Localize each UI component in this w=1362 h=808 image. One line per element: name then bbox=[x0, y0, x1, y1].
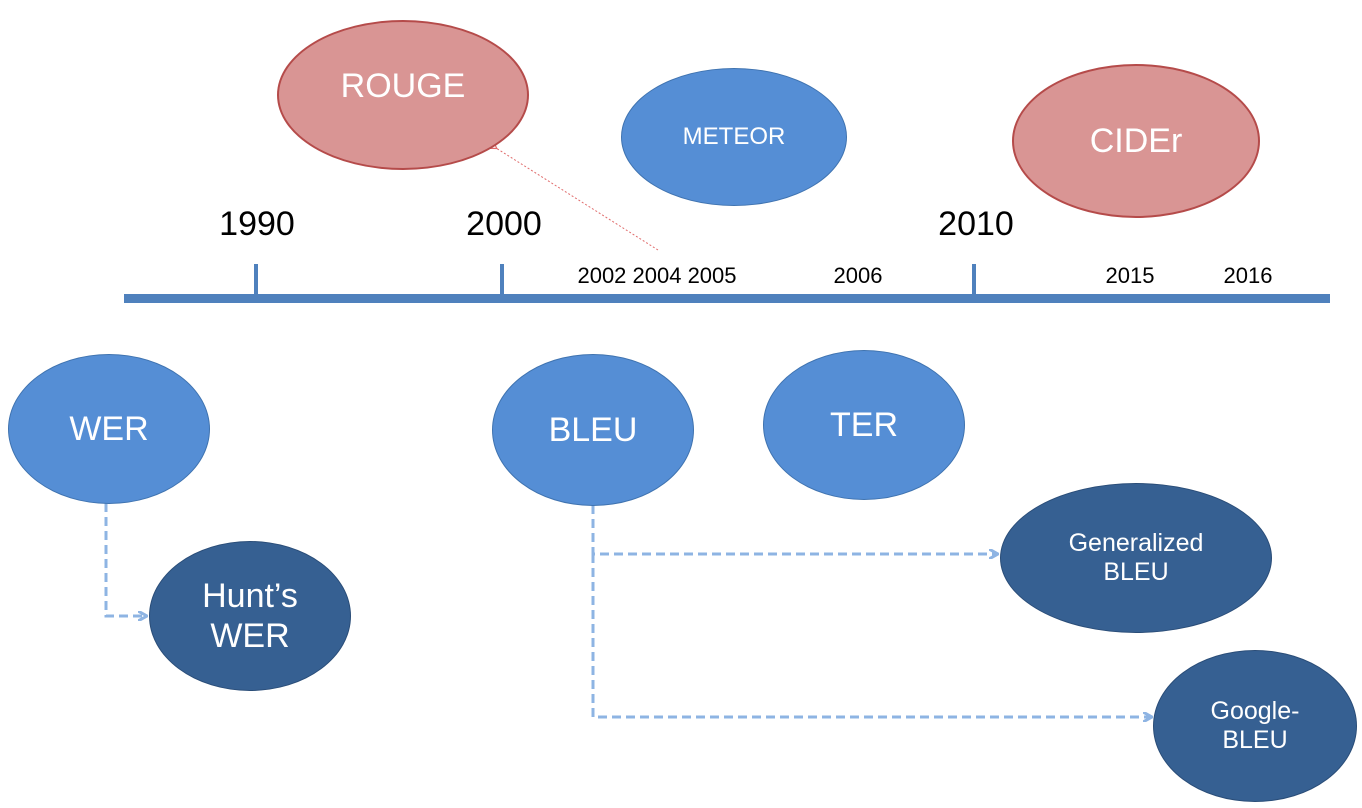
bleu-label: BLEU bbox=[548, 410, 638, 449]
cider-label: CIDEr bbox=[1089, 121, 1183, 160]
year-label-2016: 2016 bbox=[1223, 263, 1273, 288]
ter-label: TER bbox=[830, 405, 898, 444]
bleu-to-google-arrow bbox=[591, 554, 1151, 717]
google-bleu-label: Google- BLEU bbox=[1210, 696, 1300, 755]
wer-label: WER bbox=[69, 409, 149, 448]
tick-1990 bbox=[254, 264, 258, 300]
hunts-wer-label: Hunt’s WER bbox=[202, 576, 298, 655]
year-label-2010: 2010 bbox=[938, 205, 1014, 243]
year-label-2006: 2006 bbox=[833, 263, 883, 288]
generalized-bleu-label: Generalized BLEU bbox=[1068, 528, 1204, 587]
year-label-2000: 2000 bbox=[466, 205, 542, 243]
hunts-wer-node: Hunt’s WER bbox=[149, 541, 351, 691]
bleu-node: BLEU bbox=[492, 354, 694, 506]
tick-2010 bbox=[972, 264, 976, 300]
wer-node: WER bbox=[8, 354, 210, 504]
year-label-2015: 2015 bbox=[1105, 263, 1155, 288]
meteor-node: METEOR bbox=[621, 68, 847, 206]
meteor-label: METEOR bbox=[682, 122, 786, 150]
tick-2000 bbox=[500, 264, 504, 300]
generalized-bleu-node: Generalized BLEU bbox=[1000, 483, 1272, 633]
google-bleu-node: Google- BLEU bbox=[1153, 650, 1357, 802]
year-label-1990: 1990 bbox=[219, 205, 295, 243]
ter-node: TER bbox=[763, 350, 965, 500]
cider-node: CIDEr bbox=[1012, 64, 1260, 218]
year-label-2002-2004-2005: 2002 2004 2005 bbox=[577, 263, 737, 288]
rouge-label: ROUGE bbox=[340, 66, 466, 105]
timeline-axis bbox=[124, 294, 1330, 303]
wer-to-hunts-arrow bbox=[104, 503, 146, 616]
bleu-to-generalized-arrow bbox=[591, 505, 997, 554]
rouge-node: ROUGE bbox=[277, 20, 529, 170]
